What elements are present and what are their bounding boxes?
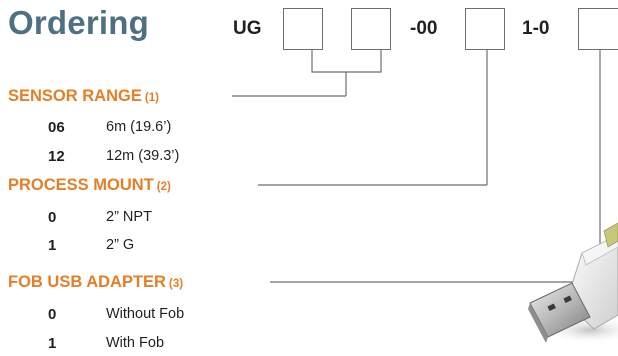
section-label: PROCESS MOUNT xyxy=(8,176,154,194)
code-box-sensor-range-2 xyxy=(351,8,391,50)
option-desc: 12m (39.3’) xyxy=(106,148,180,164)
option-desc: 2” NPT xyxy=(106,209,152,225)
code-box-process-mount xyxy=(465,8,505,50)
option-code: 1 xyxy=(48,335,57,352)
option-desc: With Fob xyxy=(106,335,165,351)
option-code: 0 xyxy=(48,306,57,323)
code-box-sensor-range-1 xyxy=(283,8,323,50)
section-label: FOB USB ADAPTER xyxy=(8,273,166,291)
code-mid: -00 xyxy=(410,18,438,39)
option-desc: Without Fob xyxy=(106,306,185,322)
option-desc: 2” G xyxy=(106,237,135,253)
section-label: SENSOR RANGE xyxy=(8,87,142,105)
option-desc: 6m (19.6’) xyxy=(106,119,172,135)
section-number: (2) xyxy=(156,181,171,193)
code-box-fob-adapter xyxy=(578,8,618,50)
section-process-mount: PROCESS MOUNT(2) xyxy=(8,176,171,195)
section-fob-usb-adapter: FOB USB ADAPTER(3) xyxy=(8,273,183,292)
option-code: 06 xyxy=(48,119,65,136)
section-number: (3) xyxy=(168,278,184,290)
option-code: 0 xyxy=(48,209,57,226)
section-number: (1) xyxy=(144,92,159,104)
code-prefix: UG xyxy=(233,18,262,39)
section-sensor-range: SENSOR RANGE(1) xyxy=(8,87,159,106)
option-code: 12 xyxy=(48,148,65,165)
option-code: 1 xyxy=(48,237,57,254)
usb-fob-adapter-image xyxy=(528,222,618,344)
code-mid2: 1-0 xyxy=(522,18,550,39)
page-title: Ordering xyxy=(8,4,149,41)
